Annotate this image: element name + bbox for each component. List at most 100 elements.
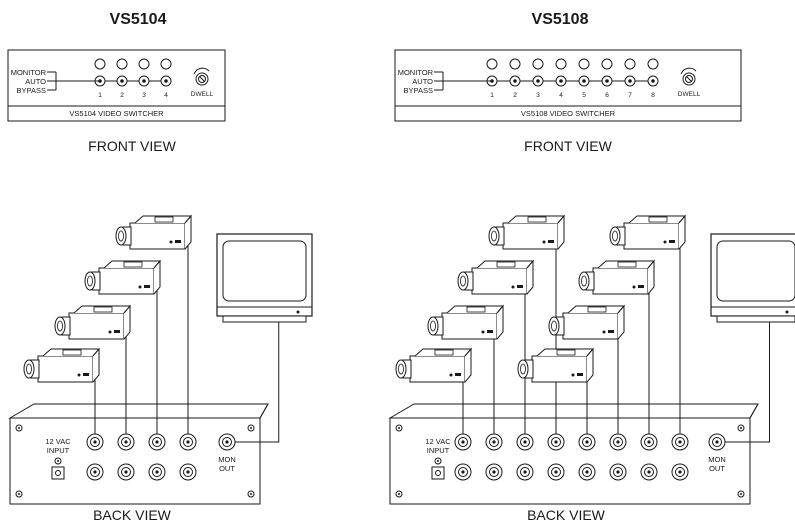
camera-connector bbox=[548, 240, 554, 243]
channel-number: 5 bbox=[582, 92, 586, 99]
vs5104-front-view-caption: FRONT VIEW bbox=[88, 138, 176, 154]
channel-number: 4 bbox=[164, 92, 168, 99]
monitor bbox=[216, 233, 313, 323]
front-panel-box bbox=[7, 49, 226, 122]
camera-body bbox=[623, 222, 680, 250]
camera-body bbox=[471, 267, 528, 295]
camera bbox=[578, 259, 656, 295]
camera-lens-glass bbox=[398, 363, 404, 375]
camera-lens bbox=[517, 359, 529, 379]
bypass-mode-label: BYPASS bbox=[404, 86, 433, 95]
camera bbox=[395, 347, 473, 383]
video-loop-jack-pin bbox=[155, 470, 159, 474]
channel-button-dot bbox=[536, 79, 540, 83]
video-input-jack-ring bbox=[644, 437, 654, 447]
camera-lens-glass bbox=[118, 230, 124, 242]
camera-lens-glass bbox=[430, 320, 436, 332]
mon-out-jack-pin bbox=[225, 440, 229, 444]
video-input-jack-pin bbox=[492, 440, 496, 444]
camera-body bbox=[129, 222, 186, 250]
video-input-jack-ring bbox=[183, 437, 193, 447]
camera-body bbox=[531, 355, 588, 383]
camera-connector bbox=[517, 285, 523, 288]
camera-lens bbox=[457, 271, 469, 291]
channel-button-dot bbox=[651, 79, 655, 83]
camera-side bbox=[586, 347, 594, 383]
video-loop-jack-pin bbox=[186, 470, 190, 474]
power-input-label: 12 VAC bbox=[425, 437, 451, 446]
camera-indicator bbox=[542, 240, 546, 244]
camera-connector bbox=[669, 240, 675, 243]
video-loop-jack-pin bbox=[585, 470, 589, 474]
channel-led bbox=[532, 58, 544, 70]
monitor-mode-label: MONITOR bbox=[398, 68, 434, 77]
channel-led bbox=[160, 58, 172, 70]
camera-connector bbox=[608, 330, 614, 333]
monitor-knob bbox=[785, 310, 789, 314]
video-loop-jack-ring bbox=[121, 467, 131, 477]
camera-indicator bbox=[169, 240, 173, 244]
dwell-knob-slot bbox=[686, 76, 692, 82]
camera-indicator bbox=[663, 240, 667, 244]
camera-side bbox=[496, 304, 504, 340]
vs5108-back-view-caption: BACK VIEW bbox=[527, 507, 606, 523]
video-input-jack-ring bbox=[90, 437, 100, 447]
camera-lens-glass bbox=[26, 363, 32, 375]
channel-number: 1 bbox=[98, 92, 102, 99]
camera-lens bbox=[395, 359, 407, 379]
camera-top-detail bbox=[587, 306, 607, 313]
video-loop-jack-ring bbox=[489, 467, 499, 477]
camera-lens-glass bbox=[612, 230, 618, 242]
video-input-jack-pin bbox=[461, 440, 465, 444]
video-input-jack-pin bbox=[93, 440, 97, 444]
monitor-base bbox=[222, 315, 307, 323]
camera-side bbox=[678, 214, 686, 250]
camera-top-detail bbox=[466, 306, 486, 313]
camera bbox=[115, 214, 193, 250]
power-input-label: INPUT bbox=[427, 446, 450, 455]
camera-lens-glass bbox=[581, 275, 587, 287]
video-input-jack-pin bbox=[554, 440, 558, 444]
screw-center bbox=[18, 427, 20, 429]
camera-lens bbox=[115, 226, 127, 246]
channel-led bbox=[486, 58, 498, 70]
mon-out-jack-ring bbox=[712, 437, 722, 447]
switcher-box-edge bbox=[749, 403, 759, 419]
video-loop-jack-pin bbox=[93, 470, 97, 474]
monitor-knob bbox=[296, 310, 300, 314]
camera bbox=[54, 304, 132, 340]
camera-lens-glass bbox=[551, 320, 557, 332]
vs5104-group: VS5104 VS5104 VIDEO SWITCHERMONITORAUTOB… bbox=[7, 11, 313, 523]
camera-top-detail bbox=[93, 306, 113, 313]
video-input-jack-pin bbox=[585, 440, 589, 444]
video-loop-jack-pin bbox=[523, 470, 527, 474]
camera-top-detail bbox=[648, 216, 668, 223]
channel-led bbox=[647, 58, 659, 70]
vs5108-group: VS5108 VS5108 VIDEO SWITCHERMONITORAUTOB… bbox=[388, 11, 795, 523]
channel-button-dot bbox=[490, 79, 494, 83]
monitor-screen bbox=[716, 240, 795, 302]
video-loop-jack-pin bbox=[647, 470, 651, 474]
vs5108-title: VS5108 bbox=[532, 11, 589, 28]
video-loop-jack-pin bbox=[124, 470, 128, 474]
video-loop-jack-pin bbox=[461, 470, 465, 474]
camera bbox=[23, 347, 101, 383]
channel-button bbox=[647, 75, 659, 87]
video-loop-jack-ring bbox=[551, 467, 561, 477]
camera-body bbox=[562, 312, 619, 340]
camera-lens bbox=[578, 271, 590, 291]
camera-side bbox=[557, 214, 565, 250]
camera-connector bbox=[487, 330, 493, 333]
camera-body bbox=[441, 312, 498, 340]
switcher-back-panel bbox=[389, 417, 751, 505]
channel-number: 3 bbox=[142, 92, 146, 99]
mon-out-label: OUT bbox=[219, 464, 235, 473]
channel-led bbox=[601, 58, 613, 70]
power-jack-socket bbox=[435, 470, 441, 476]
camera-top-detail bbox=[527, 216, 547, 223]
channel-button-dot bbox=[120, 79, 124, 83]
